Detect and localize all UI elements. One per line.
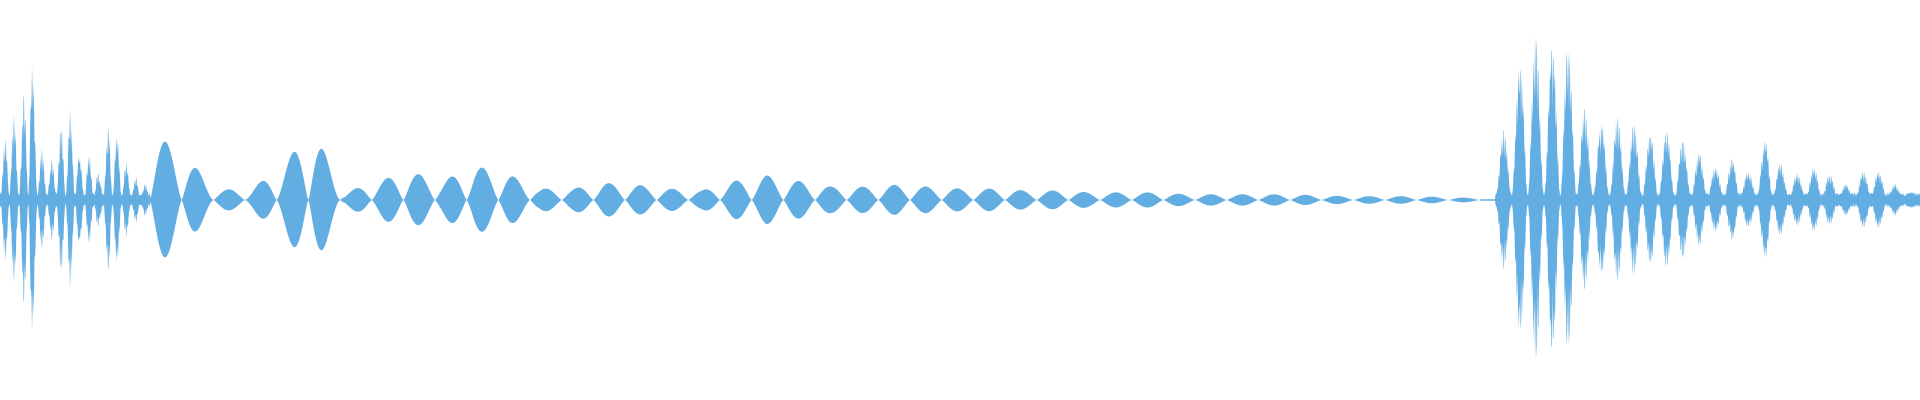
waveform-path	[0, 35, 1920, 362]
